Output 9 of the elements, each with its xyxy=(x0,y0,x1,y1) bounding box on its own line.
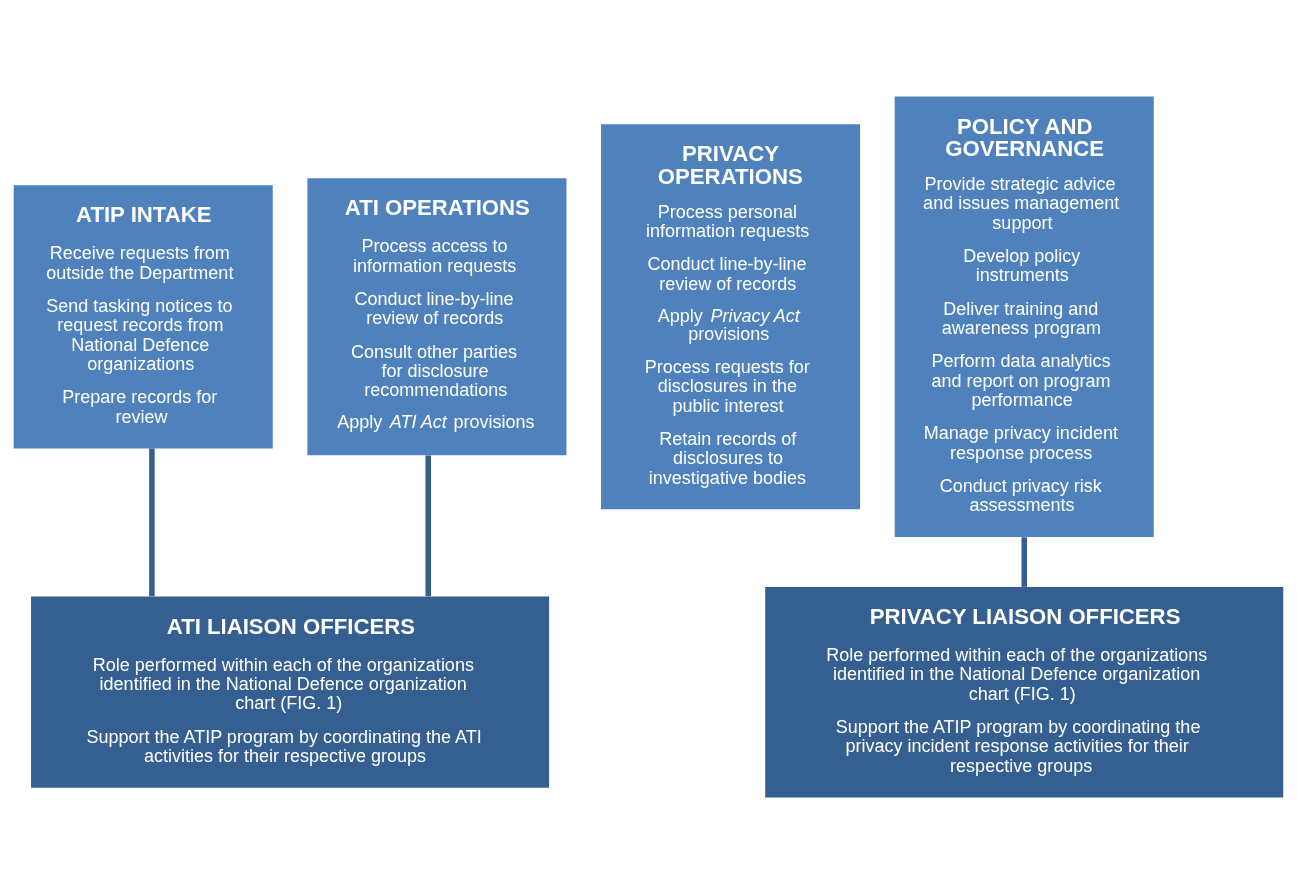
node-box: ATI OPERATIONS Process access to information requests Conduct line-by-line review of records Consult other parties for disclosure recommendations Apply ATI Act provisions xyxy=(307,178,567,456)
node-box: ATI LIAISON OFFICERS Role performed within each of the organizations identified in the National Defence organization chart (FIG. 1) Support the ATIP program by coordinating the ATI activities for their respective groups xyxy=(31,596,550,788)
connector xyxy=(1021,537,1027,587)
connector xyxy=(149,448,155,597)
node-box: PRIVACY LIAISON OFFICERS Role performed within each of the organizations identified in the National Defence organization chart (FIG. 1) Support the ATIP program by coordinating the privacy incident response activities for their respective groups xyxy=(765,586,1284,798)
node-box: ATIP INTAKE Receive requests from outside the Department Send tasking notices to request records from National Defence organizations Prepare records for review xyxy=(13,185,273,449)
connector xyxy=(425,455,431,597)
node-box: POLICY AND GOVERNANCE Provide strategic advice and issues management support Develop policy instruments Deliver training and awareness program Perform data analytics and report on program performance Manage privacy incident response process Conduct privacy risk assessments xyxy=(894,96,1154,538)
node-box: PRIVACY OPERATIONS Process personal information requests Conduct line-by-line review of records Apply Privacy Act provisions Process requests for disclosures in the public interest Retain records of disclosures to investigative bodies xyxy=(601,124,861,510)
